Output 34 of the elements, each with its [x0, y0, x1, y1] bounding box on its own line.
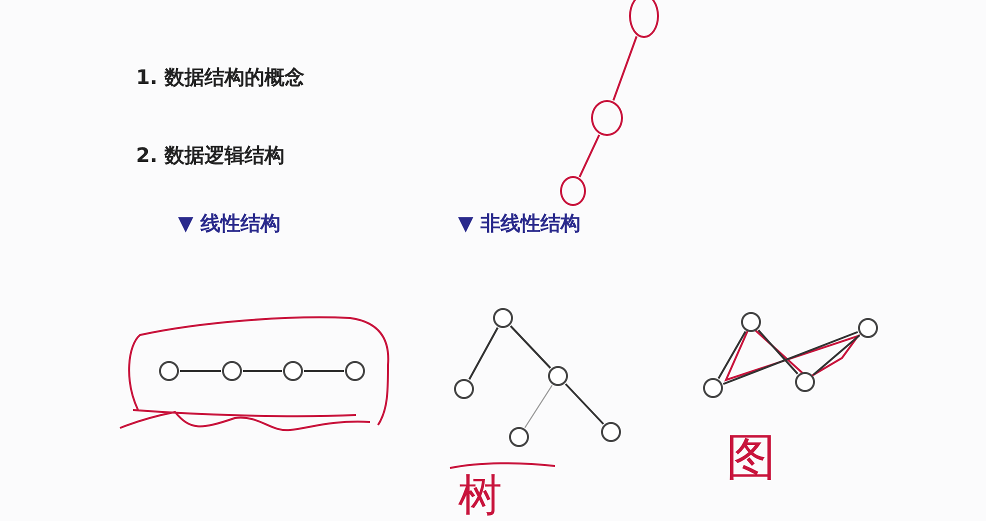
handwritten-circle [560, 176, 586, 206]
circle-node [493, 308, 513, 328]
handwritten-circle [591, 100, 623, 136]
connector-line [718, 331, 746, 379]
connector-line [468, 327, 499, 380]
circle-node [509, 427, 529, 447]
list-item-heading: 1. 数据结构的概念 [136, 64, 304, 91]
connector-line [564, 383, 604, 425]
handwritten-circle [629, 0, 659, 38]
circle-node [795, 372, 815, 392]
connector-line [812, 334, 860, 376]
circle-node [159, 361, 179, 381]
circle-node [345, 361, 365, 381]
connector-line [304, 370, 344, 372]
circle-node [601, 422, 621, 442]
connector-line [180, 370, 221, 372]
circle-node [703, 378, 723, 398]
handwritten-line [578, 134, 600, 178]
connector-line [243, 370, 282, 372]
bullet-heading: ▼ 非线性结构 [458, 210, 580, 237]
list-item-heading: 2. 数据逻辑结构 [136, 142, 284, 169]
handwritten-note: 图 [726, 427, 776, 488]
handwritten-note: 树 [458, 469, 502, 521]
connector-line [758, 330, 798, 374]
circle-node [283, 361, 303, 381]
circle-node [741, 312, 761, 332]
connector-line [524, 384, 553, 428]
circle-node [454, 379, 474, 399]
circle-node [858, 318, 878, 338]
connector-line [510, 325, 552, 369]
handwritten-line [612, 36, 638, 101]
circle-node [222, 361, 242, 381]
circle-node [548, 366, 568, 386]
bullet-heading: ▼ 线性结构 [178, 210, 280, 237]
